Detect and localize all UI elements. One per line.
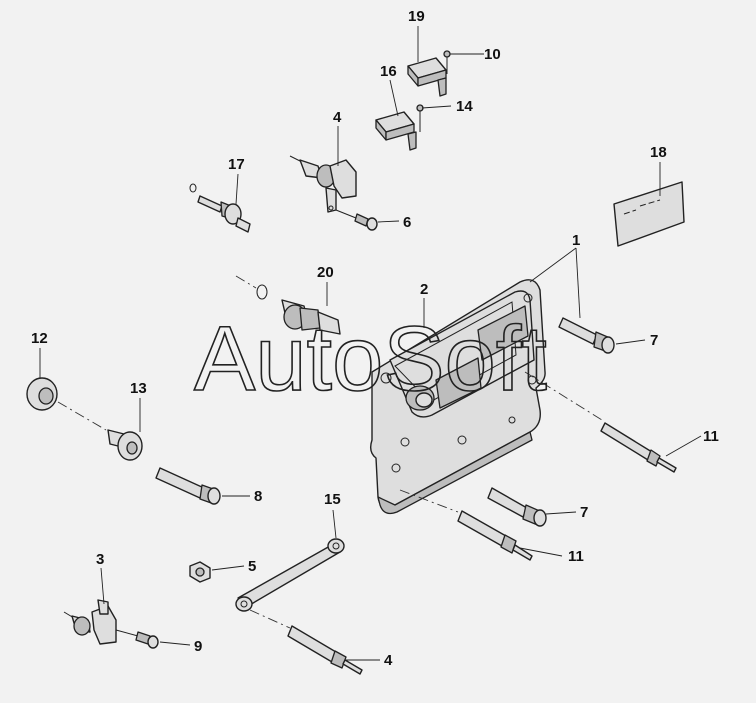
- callout-11-upper: 11: [703, 428, 719, 445]
- callout-6: 6: [403, 214, 411, 231]
- bushing-13: [57, 401, 143, 461]
- callout-2: 2: [420, 281, 428, 298]
- sensor-4: [289, 155, 357, 213]
- callout-3: 3: [96, 551, 104, 568]
- connector-19: [407, 57, 447, 97]
- spacer-12: [26, 377, 58, 411]
- callout-4-stud: 4: [384, 652, 393, 669]
- callout-18: 18: [650, 144, 667, 161]
- sensor-17: [189, 183, 251, 233]
- bolt-7-lower: [487, 487, 547, 527]
- callout-7-lower: 7: [580, 504, 588, 521]
- callout-10: 10: [484, 46, 501, 63]
- leader-lines: [39, 26, 702, 661]
- sensor-20: [235, 275, 341, 335]
- callout-1: 1: [572, 232, 580, 249]
- watermark-text: AutoSoft: [194, 308, 547, 410]
- ground-strap-15: [235, 538, 345, 612]
- control-module: [369, 279, 546, 515]
- callout-17: 17: [228, 156, 245, 173]
- callout-4-sensor: 4: [333, 109, 342, 126]
- stud-11-lower: [399, 489, 533, 561]
- nut-5: [189, 561, 211, 583]
- bolt-8: [155, 467, 221, 505]
- callout-16: 16: [380, 63, 397, 80]
- callout-20: 20: [317, 264, 334, 281]
- connector-16: [375, 111, 417, 151]
- callout-labels: 1 2 3 4 4 5 6 7 7 8 9 10 11 11 12 13 14 …: [31, 8, 719, 669]
- callout-15: 15: [324, 491, 341, 508]
- bolt-7-upper: [558, 317, 615, 354]
- screw-14: [416, 104, 424, 132]
- stud-11-upper: [524, 371, 677, 473]
- bolt-9: [115, 629, 159, 649]
- stud-4-lower: [249, 609, 363, 675]
- bolt-6: [335, 209, 378, 231]
- callout-5: 5: [248, 558, 256, 575]
- callout-19: 19: [408, 8, 425, 25]
- sensor-3: [63, 599, 117, 645]
- callout-13: 13: [130, 380, 147, 397]
- label-plate-18: [613, 181, 685, 247]
- callout-11-lower: 11: [568, 548, 584, 565]
- callout-14: 14: [456, 98, 473, 115]
- callout-8: 8: [254, 488, 262, 505]
- callout-12: 12: [31, 330, 48, 347]
- callout-7-upper: 7: [650, 332, 658, 349]
- callout-9: 9: [194, 638, 202, 655]
